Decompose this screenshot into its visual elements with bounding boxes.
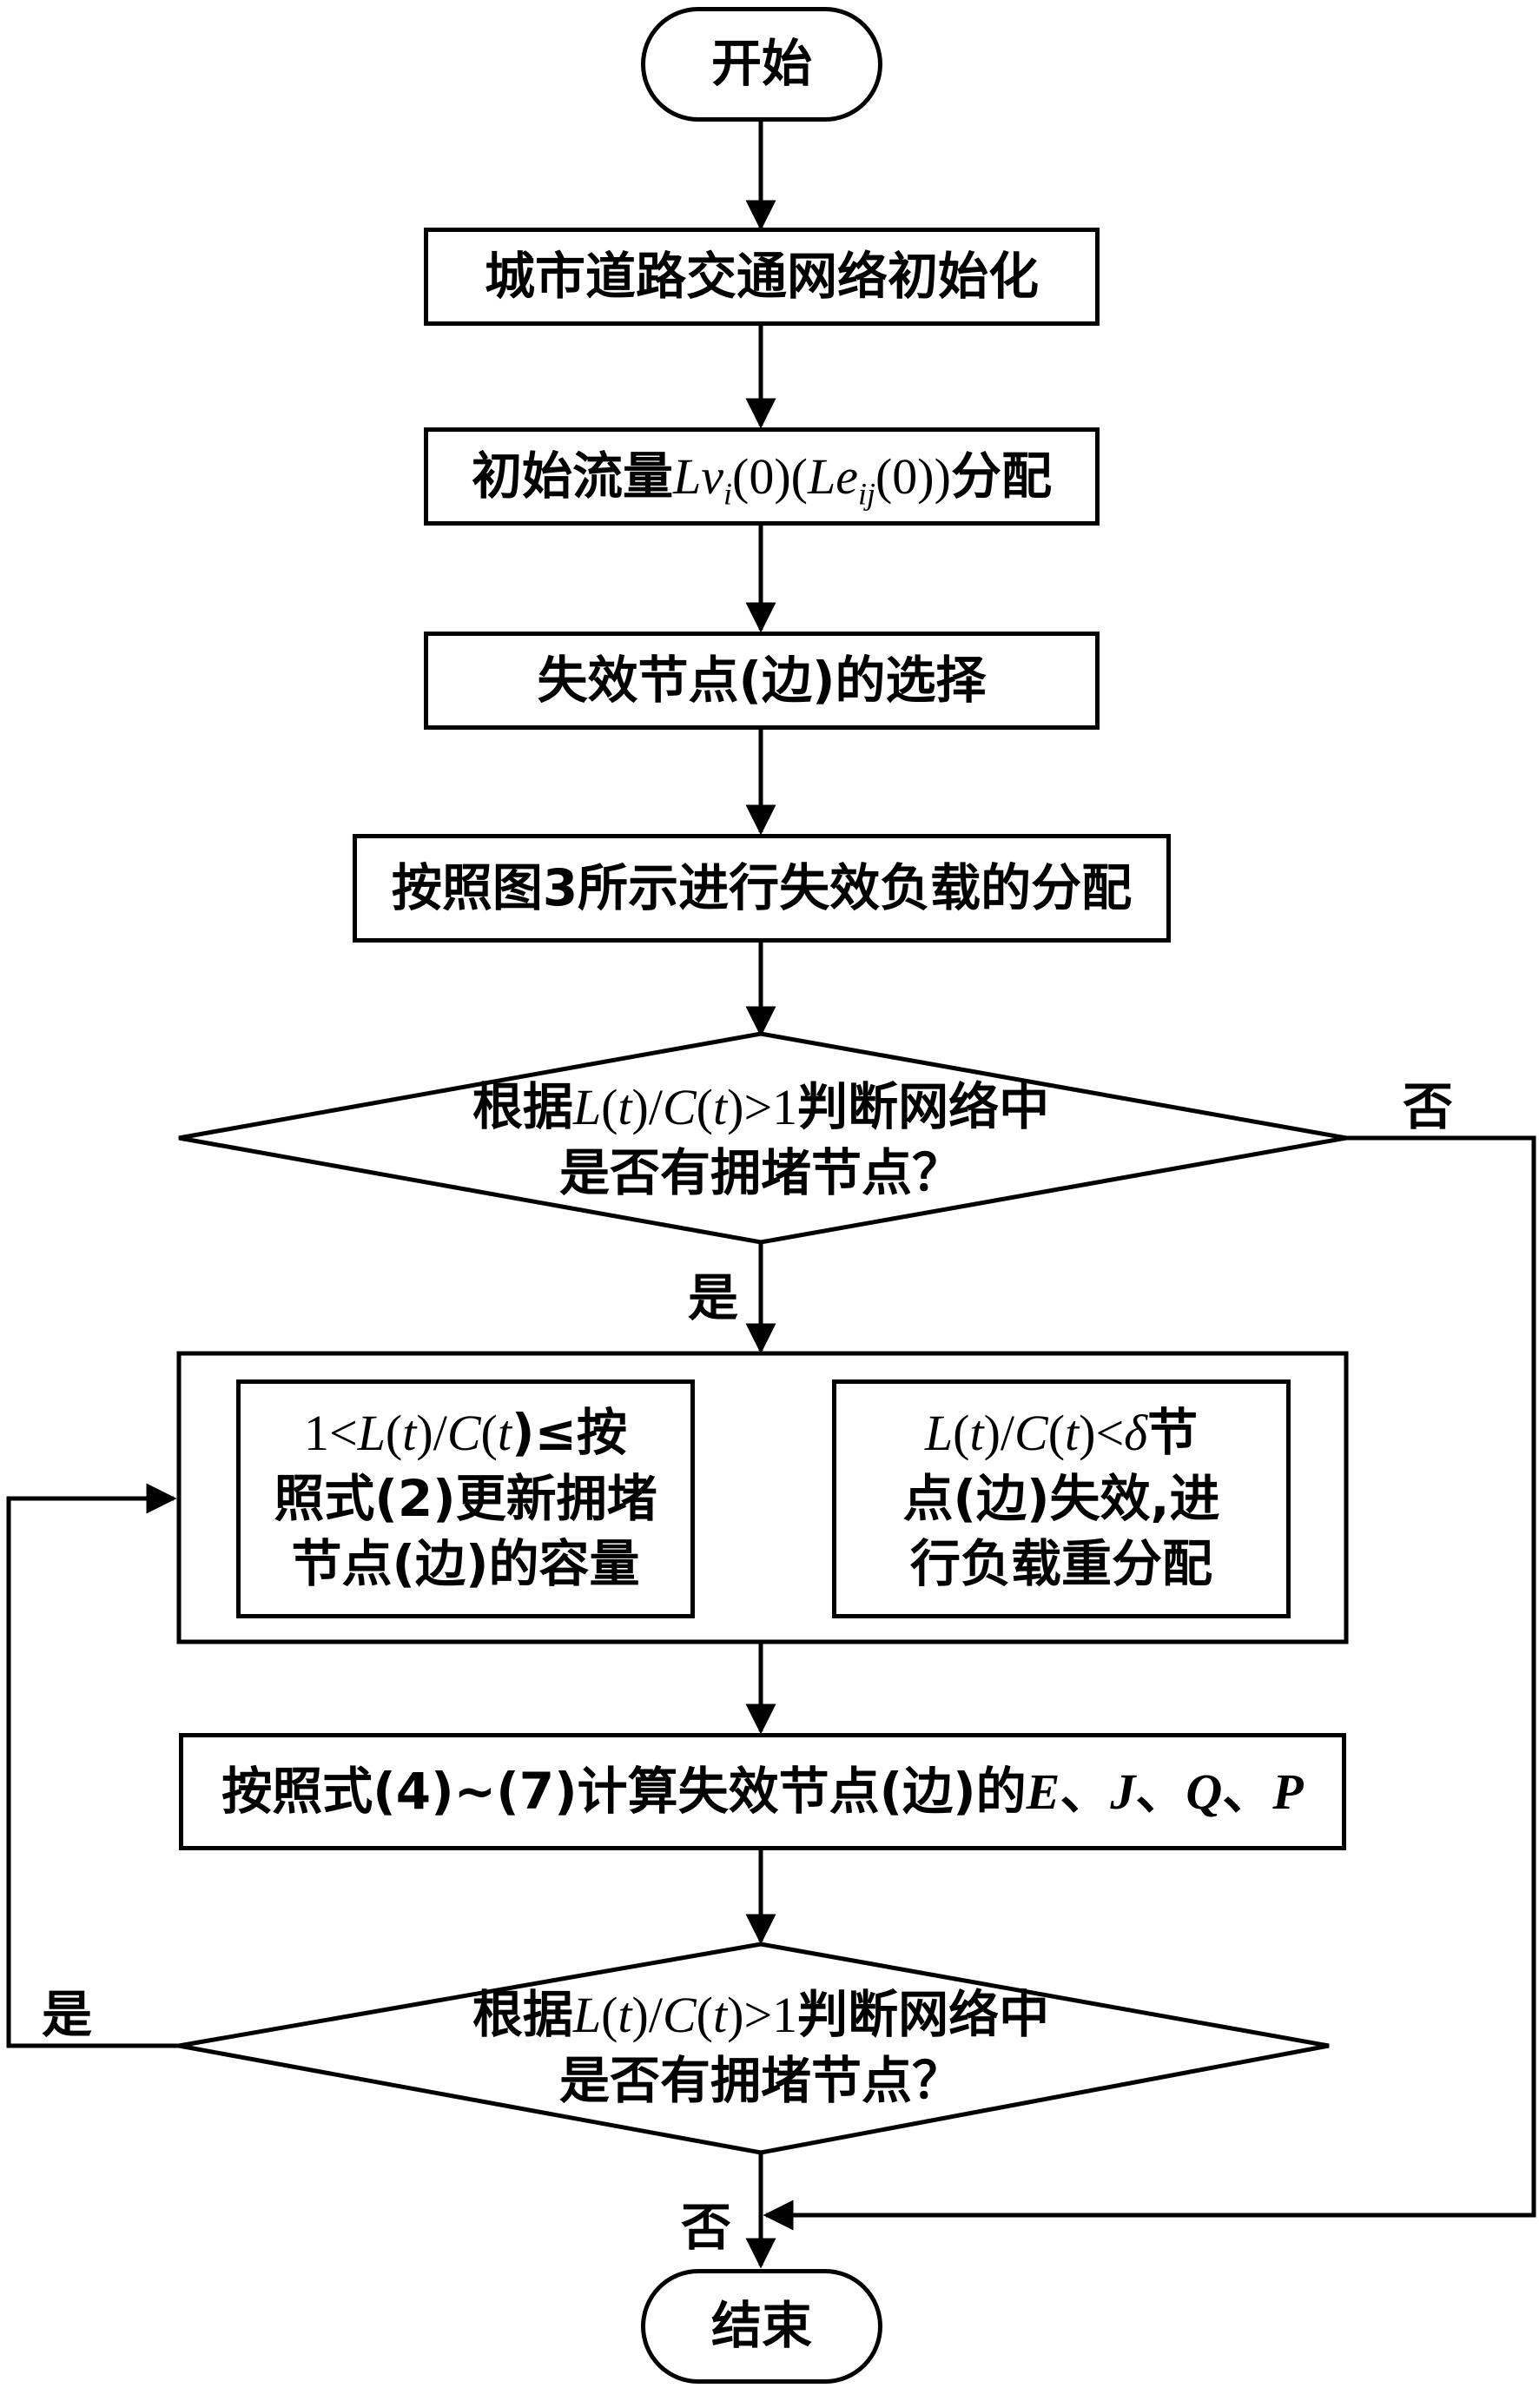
bypass-no-connector	[763, 1135, 1536, 2231]
update-capacity-box: 1<L(t)/C(t)≤按 照式(2)更新拥堵 节点(边)的容量	[236, 1379, 695, 1618]
update-capacity-line1: 1<L(t)/C(t)≤按	[303, 1403, 628, 1463]
redistribute-load-box: L(t)/C(t)<δ节 点(边)失效,进 行负载重分配	[832, 1379, 1291, 1618]
decision1-no-label: 否	[1403, 1077, 1454, 1136]
load-assignment-label: 按照图3所示进行失效负载的分配	[391, 857, 1133, 917]
load-assignment-step: 按照图3所示进行失效负载的分配	[353, 834, 1171, 943]
redistribute-line1: L(t)/C(t)<δ节	[924, 1403, 1199, 1463]
update-capacity-line3: 节点(边)的容量	[291, 1534, 640, 1594]
failure-selection-step: 失效节点(边)的选择	[424, 632, 1100, 730]
update-capacity-line2: 照式(2)更新拥堵	[274, 1468, 657, 1528]
flow-allocation-step: 初始流量Lvi(0)(Leij(0))分配	[424, 427, 1100, 526]
end-terminal: 结束	[641, 2269, 882, 2384]
failure-selection-label: 失效节点(边)的选择	[537, 650, 987, 710]
decision2-yes-label: 是	[42, 1985, 93, 2044]
decision1-yes-label: 是	[688, 1268, 739, 1327]
decision1-text: 根据L(t)/C(t)>1判断网络中 是否有拥堵节点？	[365, 1068, 1157, 1212]
decision2-line1: 根据L(t)/C(t)>1判断网络中	[472, 1985, 1050, 2045]
decision1-line2: 是否有拥堵节点？	[558, 1142, 962, 1202]
start-terminal: 开始	[641, 7, 882, 122]
decision2-no-label: 否	[681, 2198, 732, 2257]
end-label: 结束	[710, 2296, 812, 2356]
decision2-line2: 是否有拥堵节点？	[558, 2050, 962, 2110]
decision2-text: 根据L(t)/C(t)>1判断网络中 是否有拥堵节点？	[365, 1976, 1157, 2120]
decision1-line1: 根据L(t)/C(t)>1判断网络中	[472, 1077, 1050, 1137]
redistribute-line3: 行负载重分配	[909, 1534, 1212, 1594]
loop-yes-connector	[6, 1483, 179, 2048]
redistribute-line2: 点(边)失效,进	[902, 1468, 1220, 1528]
flow-allocation-label: 初始流量Lvi(0)(Leij(0))分配	[472, 446, 1052, 512]
init-label: 城市道路交通网络初始化	[484, 246, 1039, 306]
calc-label: 按照式(4)~(7)计算失效节点(边)的E、J、Q、P	[221, 1761, 1304, 1821]
init-step: 城市道路交通网络初始化	[424, 228, 1100, 326]
start-label: 开始	[710, 34, 812, 94]
calc-step: 按照式(4)~(7)计算失效节点(边)的E、J、Q、P	[179, 1733, 1346, 1850]
